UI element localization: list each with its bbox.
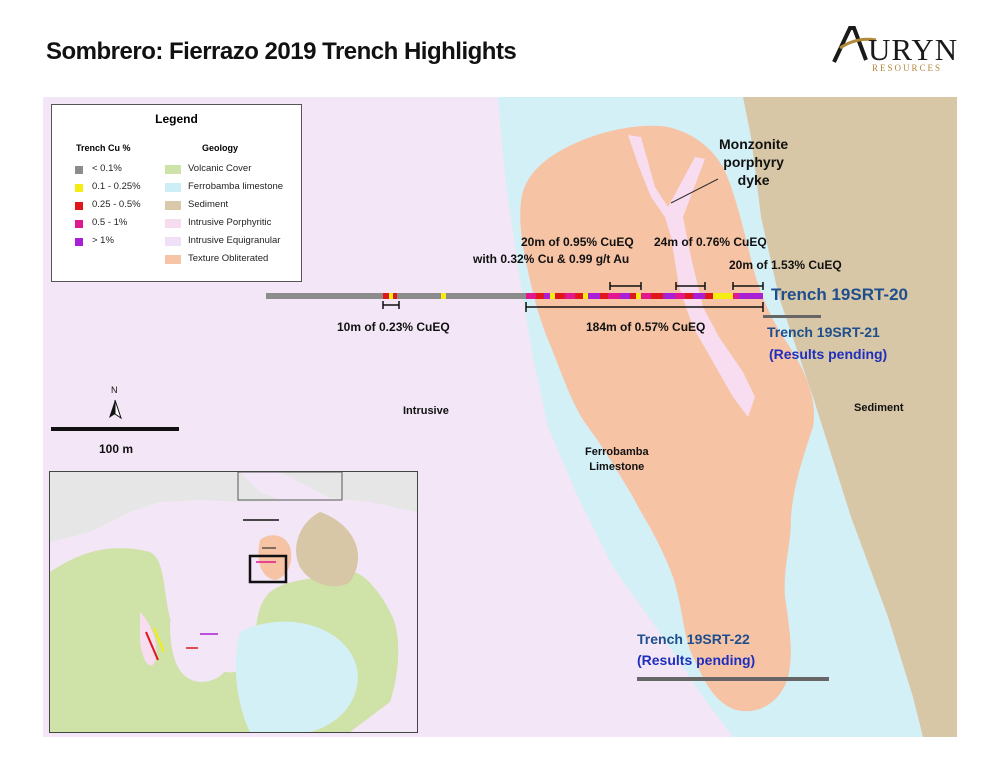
highlight-10m: 10m of 0.23% CuEQ <box>337 320 450 334</box>
legend: Legend Trench Cu % Geology < 0.1% 0.1 - … <box>51 104 302 282</box>
legend-swatch-cu-2 <box>75 184 83 192</box>
legend-cu-2: 0.1 - 0.25% <box>92 181 141 192</box>
legend-geo-5: Intrusive Equigranular <box>188 235 281 246</box>
dyke-leader-line <box>670 178 719 204</box>
trench-segment <box>544 293 550 299</box>
trench-segment <box>630 293 636 299</box>
trench-19srt-20-label: Trench 19SRT-20 <box>771 285 909 304</box>
legend-swatch-cu-3 <box>75 202 83 210</box>
highlight-20m-095-line2: with 0.32% Cu & 0.99 g/t Au <box>473 252 630 266</box>
texture-obliterated-area <box>520 125 814 712</box>
logo-wordmark: URYN <box>868 32 959 67</box>
legend-swatch-geo-5 <box>165 237 181 246</box>
legend-swatch-geo-3 <box>165 201 181 210</box>
legend-swatch-geo-4 <box>165 219 181 228</box>
trench-19srt-22-status: (Results pending) <box>637 652 756 668</box>
trench-segment <box>393 293 397 299</box>
trench-segment <box>536 293 544 299</box>
highlight-184m: 184m of 0.57% CuEQ <box>586 320 706 334</box>
trench-segment <box>620 293 630 299</box>
legend-cu-4: 0.5 - 1% <box>92 217 128 228</box>
interval-brackets <box>382 282 764 312</box>
trench-19srt-21-label: Trench 19SRT-21 <box>767 324 880 340</box>
sediment-label: Sediment <box>854 402 904 414</box>
trench-19srt-20 <box>266 293 763 299</box>
legend-geo-1: Volcanic Cover <box>188 163 252 174</box>
trench-segment <box>588 293 600 299</box>
legend-swatch-cu-1 <box>75 166 83 174</box>
sediment-area <box>743 97 957 737</box>
legend-cu-5: > 1% <box>92 235 114 246</box>
trench-segment <box>685 293 693 299</box>
trench-segment <box>641 293 651 299</box>
trench-segment <box>600 293 608 299</box>
trench-19srt-21-status: (Results pending) <box>769 346 888 362</box>
legend-swatch-geo-6 <box>165 255 181 264</box>
highlight-20m-095-line1: 20m of 0.95% CuEQ <box>521 235 634 249</box>
trench-segment <box>608 293 620 299</box>
legend-cu-1: < 0.1% <box>92 163 122 174</box>
trench-segment <box>526 293 536 299</box>
legend-swatch-geo-1 <box>165 165 181 174</box>
north-label: N <box>111 385 118 395</box>
trench-segment <box>663 293 675 299</box>
monzonite-dyke-area <box>628 135 755 417</box>
trench-segment <box>441 293 446 299</box>
trench-segment <box>636 293 641 299</box>
trench-segment <box>733 293 739 299</box>
highlight-20m-153: 20m of 1.53% CuEQ <box>729 258 842 272</box>
legend-title: Legend <box>155 112 198 126</box>
legend-geo-4: Intrusive Porphyritic <box>188 217 272 228</box>
legend-swatch-cu-5 <box>75 238 83 246</box>
trench-segment <box>550 293 555 299</box>
trench-segment <box>705 293 713 299</box>
trench-segment <box>575 293 583 299</box>
trench-segment <box>555 293 565 299</box>
legend-cu-3: 0.25 - 0.5% <box>92 199 141 210</box>
highlight-24m: 24m of 0.76% CuEQ <box>654 235 767 249</box>
trench-segment <box>383 293 389 299</box>
trench-segment <box>713 293 733 299</box>
trench-19srt-22-label: Trench 19SRT-22 <box>637 631 750 647</box>
legend-swatch-geo-2 <box>165 183 181 192</box>
scale-label: 100 m <box>99 442 134 456</box>
trench-segment <box>739 293 763 299</box>
legend-geology-header: Geology <box>202 143 239 153</box>
legend-geo-6: Texture Obliterated <box>188 253 269 264</box>
logo-swoosh-icon <box>832 26 877 63</box>
trench-segment <box>693 293 705 299</box>
geology-map: Monzonite porphyry dyke 20m of 0.95% CuE… <box>43 97 957 737</box>
trench-19srt-21-line <box>763 315 821 318</box>
ferrobamba-label: Ferrobamba Limestone <box>585 446 649 473</box>
legend-swatch-cu-4 <box>75 220 83 228</box>
trench-segment <box>675 293 685 299</box>
north-arrow-icon <box>109 399 122 420</box>
trench-19srt-22-line <box>637 677 829 681</box>
legend-geo-2: Ferrobamba limestone <box>188 181 284 192</box>
monzonite-label: Monzonite porphyry dyke <box>719 136 789 188</box>
trench-segment <box>583 293 588 299</box>
legend-geo-3: Sediment <box>188 199 229 210</box>
trench-segment <box>651 293 663 299</box>
trench-segment <box>565 293 575 299</box>
legend-cu-header: Trench Cu % <box>76 143 131 153</box>
company-logo: URYN RESOURCES <box>830 22 960 74</box>
inset-overview-map <box>49 471 418 733</box>
scale-bar <box>51 427 179 431</box>
page-title: Sombrero: Fierrazo 2019 Trench Highlight… <box>46 38 517 65</box>
intrusive-label: Intrusive <box>403 405 449 417</box>
trench-segment <box>389 293 393 299</box>
logo-subtitle: RESOURCES <box>872 63 943 73</box>
inset-map-graphic <box>50 472 417 732</box>
